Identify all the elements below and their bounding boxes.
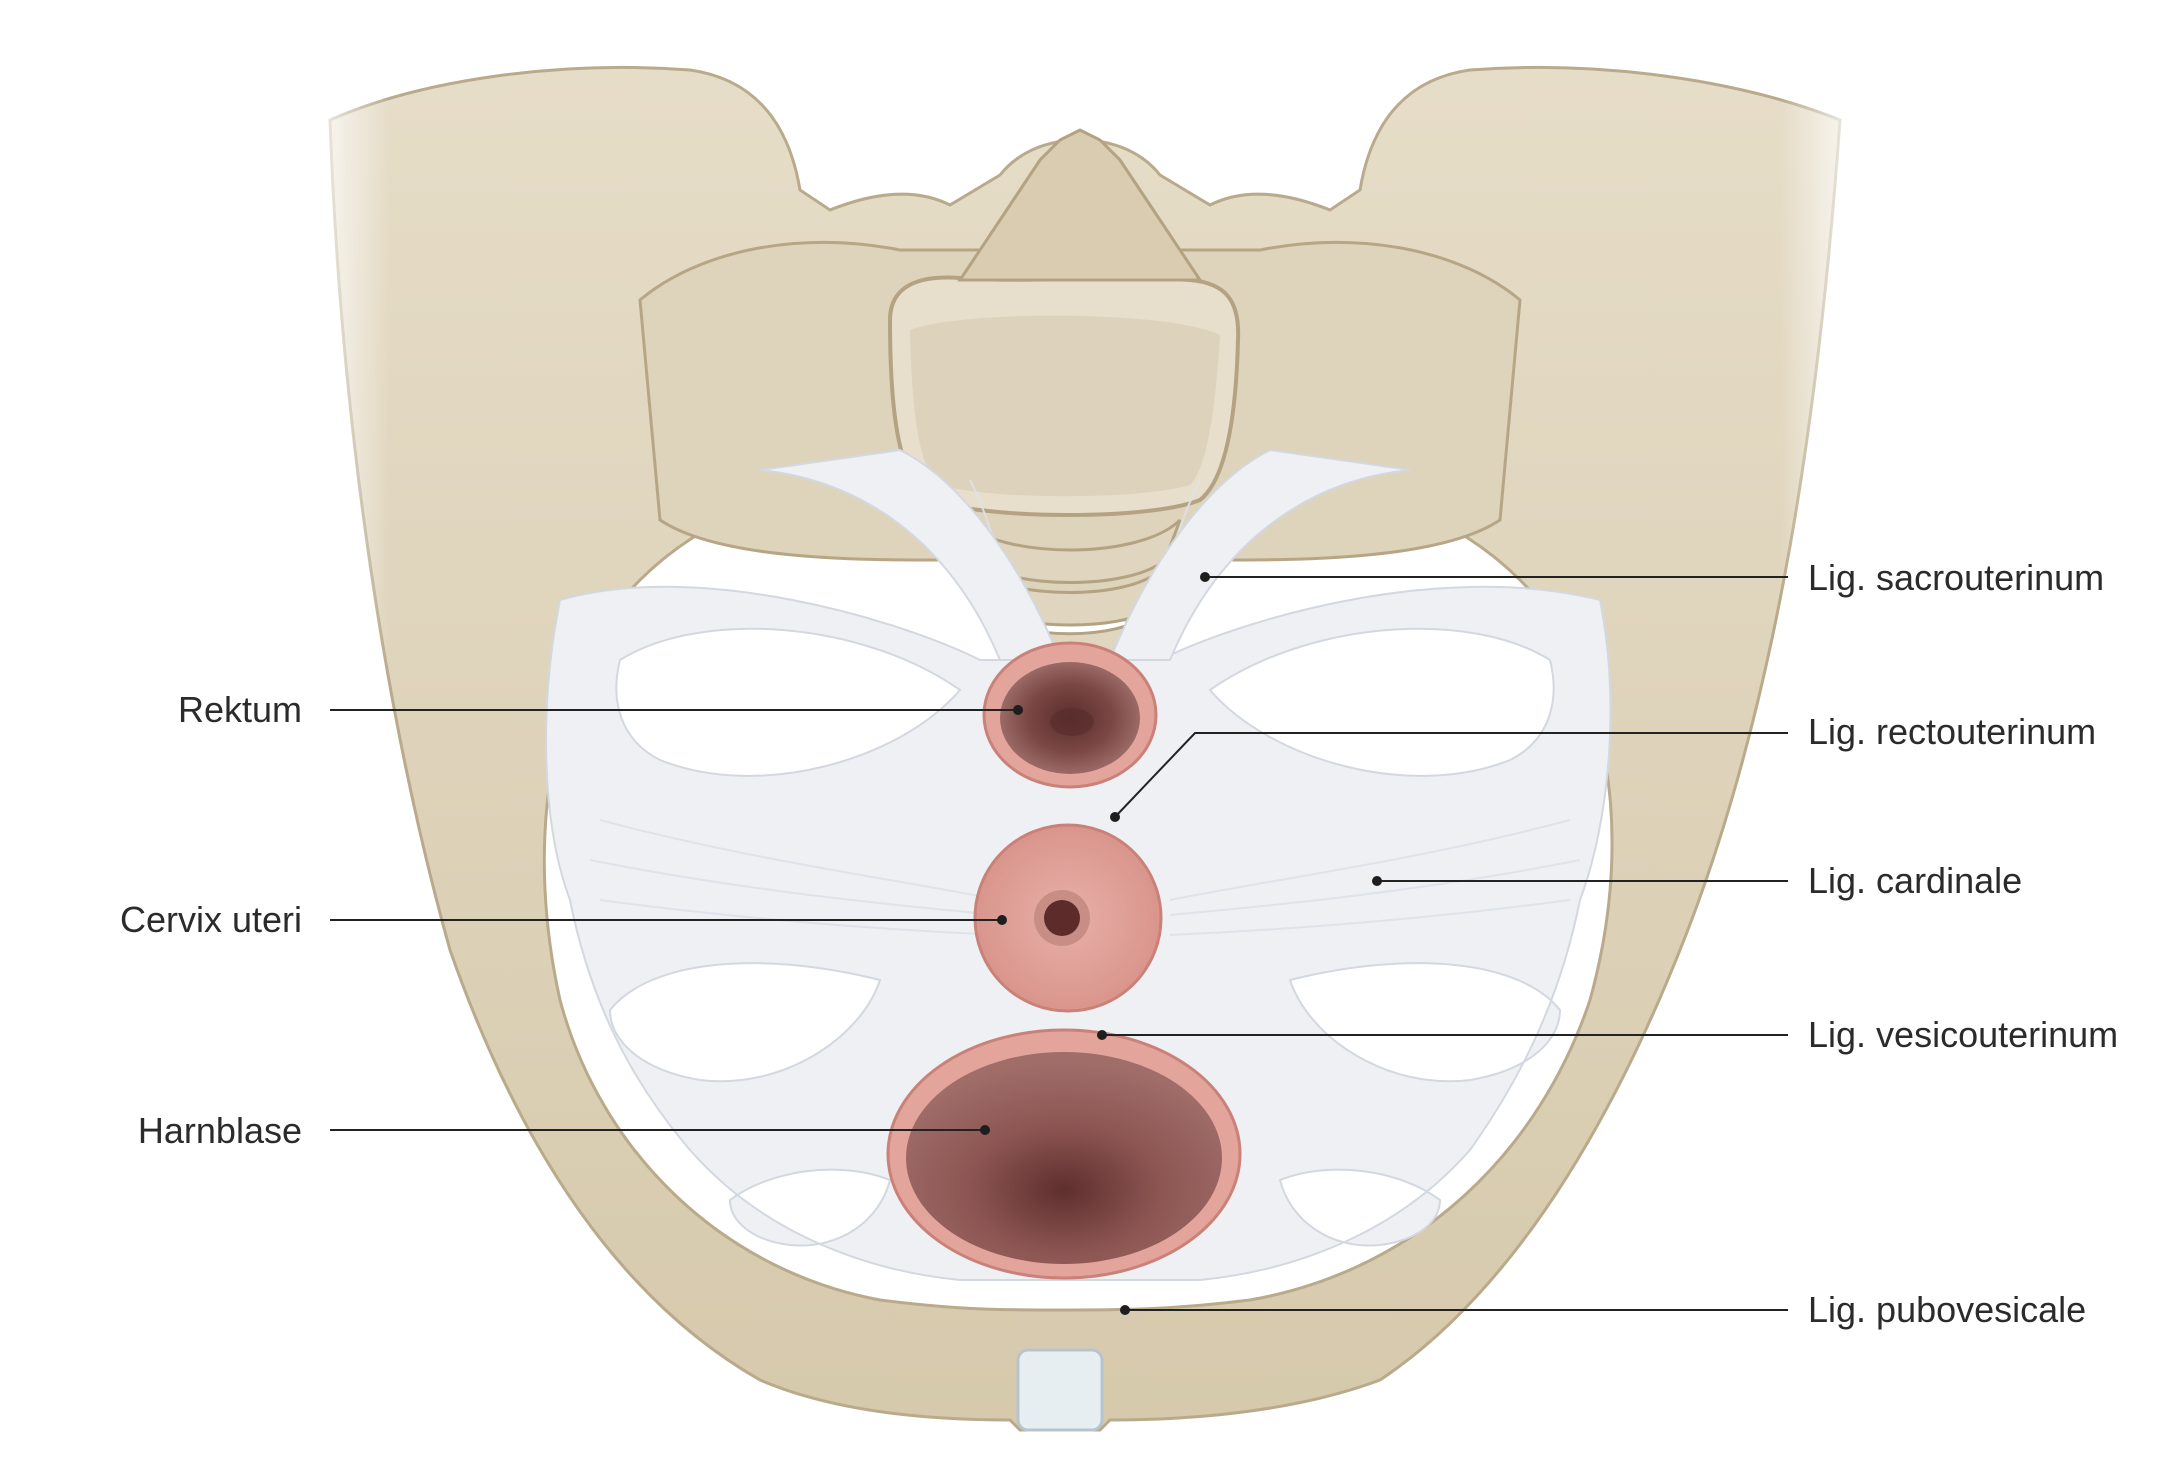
label-lig-pubovesicale-text: Lig. pubovesicale	[1808, 1289, 2086, 1330]
label-lig-pubovesicale: Lig. pubovesicale	[1120, 1289, 2086, 1330]
label-rektum: Rektum	[178, 689, 1023, 730]
label-harnblase-text: Harnblase	[138, 1110, 302, 1151]
label-lig-rectouterinum: Lig. rectouterinum	[1110, 711, 2096, 822]
label-cervix-uteri: Cervix uteri	[120, 899, 1007, 940]
label-lig-rectouterinum-text: Lig. rectouterinum	[1808, 711, 2096, 752]
pelvic-bone	[300, 60, 1870, 1432]
label-lig-cardinale: Lig. cardinale	[1372, 860, 2022, 901]
label-harnblase: Harnblase	[138, 1110, 990, 1151]
label-lig-cardinale-text: Lig. cardinale	[1808, 860, 2022, 901]
cervix-uteri	[973, 823, 1163, 1013]
label-lig-vesicouterinum-text: Lig. vesicouterinum	[1808, 1014, 2118, 1055]
label-rektum-text: Rektum	[178, 689, 302, 730]
label-lig-vesicouterinum: Lig. vesicouterinum	[1097, 1014, 2118, 1055]
rectum	[982, 641, 1158, 789]
label-lig-sacrouterinum: Lig. sacrouterinum	[1200, 557, 2104, 598]
label-lig-sacrouterinum-text: Lig. sacrouterinum	[1808, 557, 2104, 598]
pubic-symphysis	[1016, 1348, 1104, 1432]
label-cervix-uteri-text: Cervix uteri	[120, 899, 302, 940]
harnblase	[886, 1028, 1242, 1280]
